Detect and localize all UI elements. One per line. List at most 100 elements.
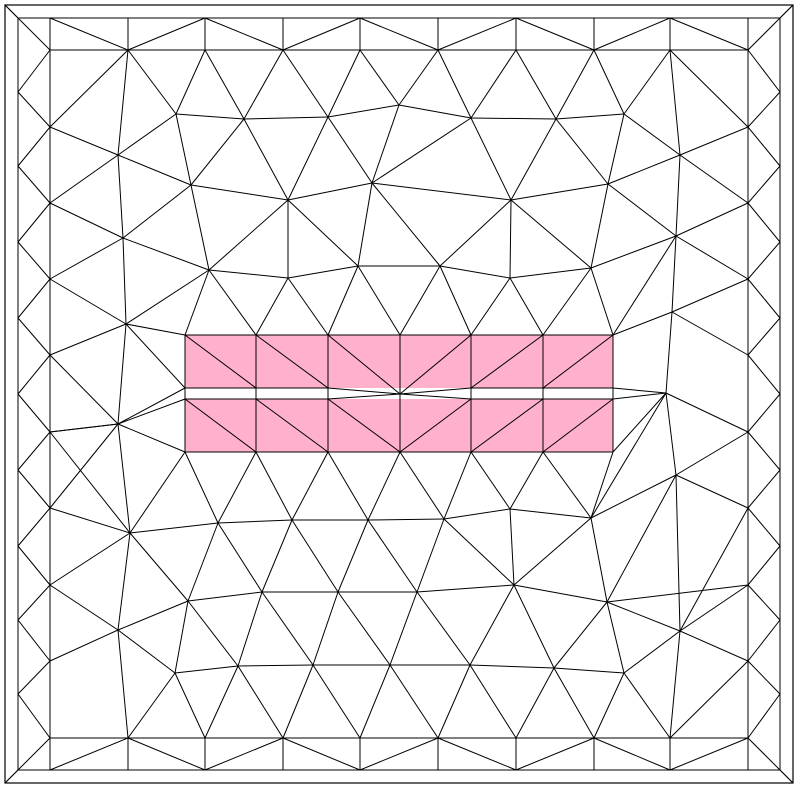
mesh-edge bbox=[593, 672, 625, 739]
mesh-edge bbox=[117, 423, 131, 534]
mesh-edge bbox=[470, 117, 557, 120]
mesh-edge bbox=[184, 398, 257, 453]
mesh-edge bbox=[747, 241, 781, 280]
mesh-edge bbox=[190, 184, 210, 271]
mesh-edge bbox=[679, 126, 749, 156]
mesh-edge bbox=[17, 619, 51, 662]
mesh-edge bbox=[747, 619, 781, 662]
mesh-edge bbox=[237, 591, 263, 667]
mesh-edge bbox=[129, 522, 219, 534]
mesh-edge bbox=[49, 278, 127, 325]
mesh-edge bbox=[669, 49, 749, 128]
mesh-edge bbox=[17, 165, 51, 204]
mesh-edge bbox=[291, 519, 339, 593]
mesh-edge bbox=[204, 737, 284, 771]
mesh-edge bbox=[623, 672, 671, 739]
mesh-edge bbox=[122, 237, 210, 271]
mesh-edge bbox=[469, 664, 555, 669]
mesh-edge bbox=[509, 508, 515, 586]
mesh-edge bbox=[371, 104, 400, 184]
mesh-edge bbox=[509, 451, 544, 510]
mesh-edge bbox=[291, 451, 329, 521]
mesh-edge bbox=[237, 665, 284, 739]
mesh-edge bbox=[17, 393, 51, 433]
mesh-edge bbox=[175, 113, 192, 186]
mesh-edge bbox=[509, 508, 592, 519]
mesh-edge bbox=[747, 317, 781, 356]
mesh-edge bbox=[747, 165, 781, 204]
mesh-edge bbox=[623, 630, 681, 674]
mesh-edge bbox=[129, 532, 189, 602]
mesh-edge bbox=[217, 451, 257, 524]
mesh-edge bbox=[359, 664, 391, 739]
mesh-edge bbox=[747, 49, 781, 93]
mesh-edge bbox=[679, 584, 749, 632]
mesh-edge bbox=[669, 660, 749, 739]
mesh-edge bbox=[437, 17, 517, 51]
mesh-edge bbox=[312, 664, 361, 739]
mesh-edge bbox=[443, 508, 511, 520]
mesh-edge bbox=[174, 600, 189, 674]
outer-frame bbox=[4, 4, 794, 784]
mesh-edge bbox=[117, 154, 192, 186]
mesh-edge bbox=[542, 451, 592, 519]
mesh-edge bbox=[49, 737, 129, 771]
mesh-edge bbox=[357, 265, 401, 336]
mesh-edge bbox=[510, 199, 592, 269]
mesh-edge bbox=[590, 392, 667, 519]
mesh-edge bbox=[747, 469, 781, 509]
mesh-edge bbox=[127, 737, 206, 771]
mesh-edge bbox=[17, 507, 51, 547]
mesh-edge bbox=[49, 202, 124, 239]
mesh-edge bbox=[675, 154, 681, 237]
mesh-edge bbox=[49, 532, 131, 586]
mesh-edge bbox=[747, 737, 781, 771]
mesh-edge bbox=[437, 49, 472, 119]
mesh-edge bbox=[187, 591, 263, 602]
mesh-edge bbox=[359, 737, 439, 771]
mesh-edge bbox=[675, 235, 749, 280]
mesh-edge bbox=[184, 269, 210, 336]
mesh-edge bbox=[117, 398, 186, 425]
corner-diagonal bbox=[4, 769, 19, 784]
mesh-edge bbox=[612, 311, 673, 336]
mesh-edge bbox=[49, 323, 127, 356]
mesh-edge bbox=[337, 519, 369, 593]
mesh-edge bbox=[437, 737, 517, 771]
corner-diagonal bbox=[779, 4, 794, 19]
mesh-edge bbox=[327, 104, 400, 118]
mesh-edge bbox=[675, 202, 749, 237]
mesh-edge bbox=[127, 49, 177, 115]
mesh-edge bbox=[416, 518, 445, 593]
outer-border bbox=[4, 4, 794, 784]
mesh-edge bbox=[443, 518, 515, 586]
mesh-edge bbox=[204, 49, 245, 120]
mesh-edge bbox=[747, 17, 781, 51]
mesh-edge bbox=[542, 398, 614, 453]
mesh-edge bbox=[553, 667, 625, 674]
mesh-edge bbox=[747, 393, 781, 433]
mesh-edge bbox=[470, 49, 517, 119]
mesh-edge bbox=[17, 278, 51, 319]
mesh-edge bbox=[399, 387, 472, 395]
mesh-edge bbox=[243, 49, 284, 120]
mesh-edge bbox=[515, 667, 555, 739]
mesh-edge bbox=[17, 202, 51, 243]
mesh-edge bbox=[117, 629, 176, 674]
mesh-edge bbox=[117, 532, 131, 631]
mesh-edge bbox=[669, 737, 749, 771]
mesh-edge bbox=[17, 317, 51, 356]
mesh-edge bbox=[217, 519, 293, 524]
mesh-edge bbox=[389, 664, 439, 739]
mesh-edge bbox=[327, 334, 401, 395]
mesh-edge bbox=[510, 183, 609, 201]
mesh-edge bbox=[671, 311, 749, 356]
mesh-edge bbox=[371, 117, 472, 184]
mesh-edge bbox=[190, 184, 289, 201]
mesh-edge bbox=[187, 522, 219, 602]
mesh-edge bbox=[665, 392, 749, 433]
mesh-edge bbox=[371, 182, 512, 201]
mesh-edge bbox=[553, 601, 608, 669]
mesh-edge bbox=[17, 91, 51, 128]
mesh-edge bbox=[312, 591, 339, 666]
